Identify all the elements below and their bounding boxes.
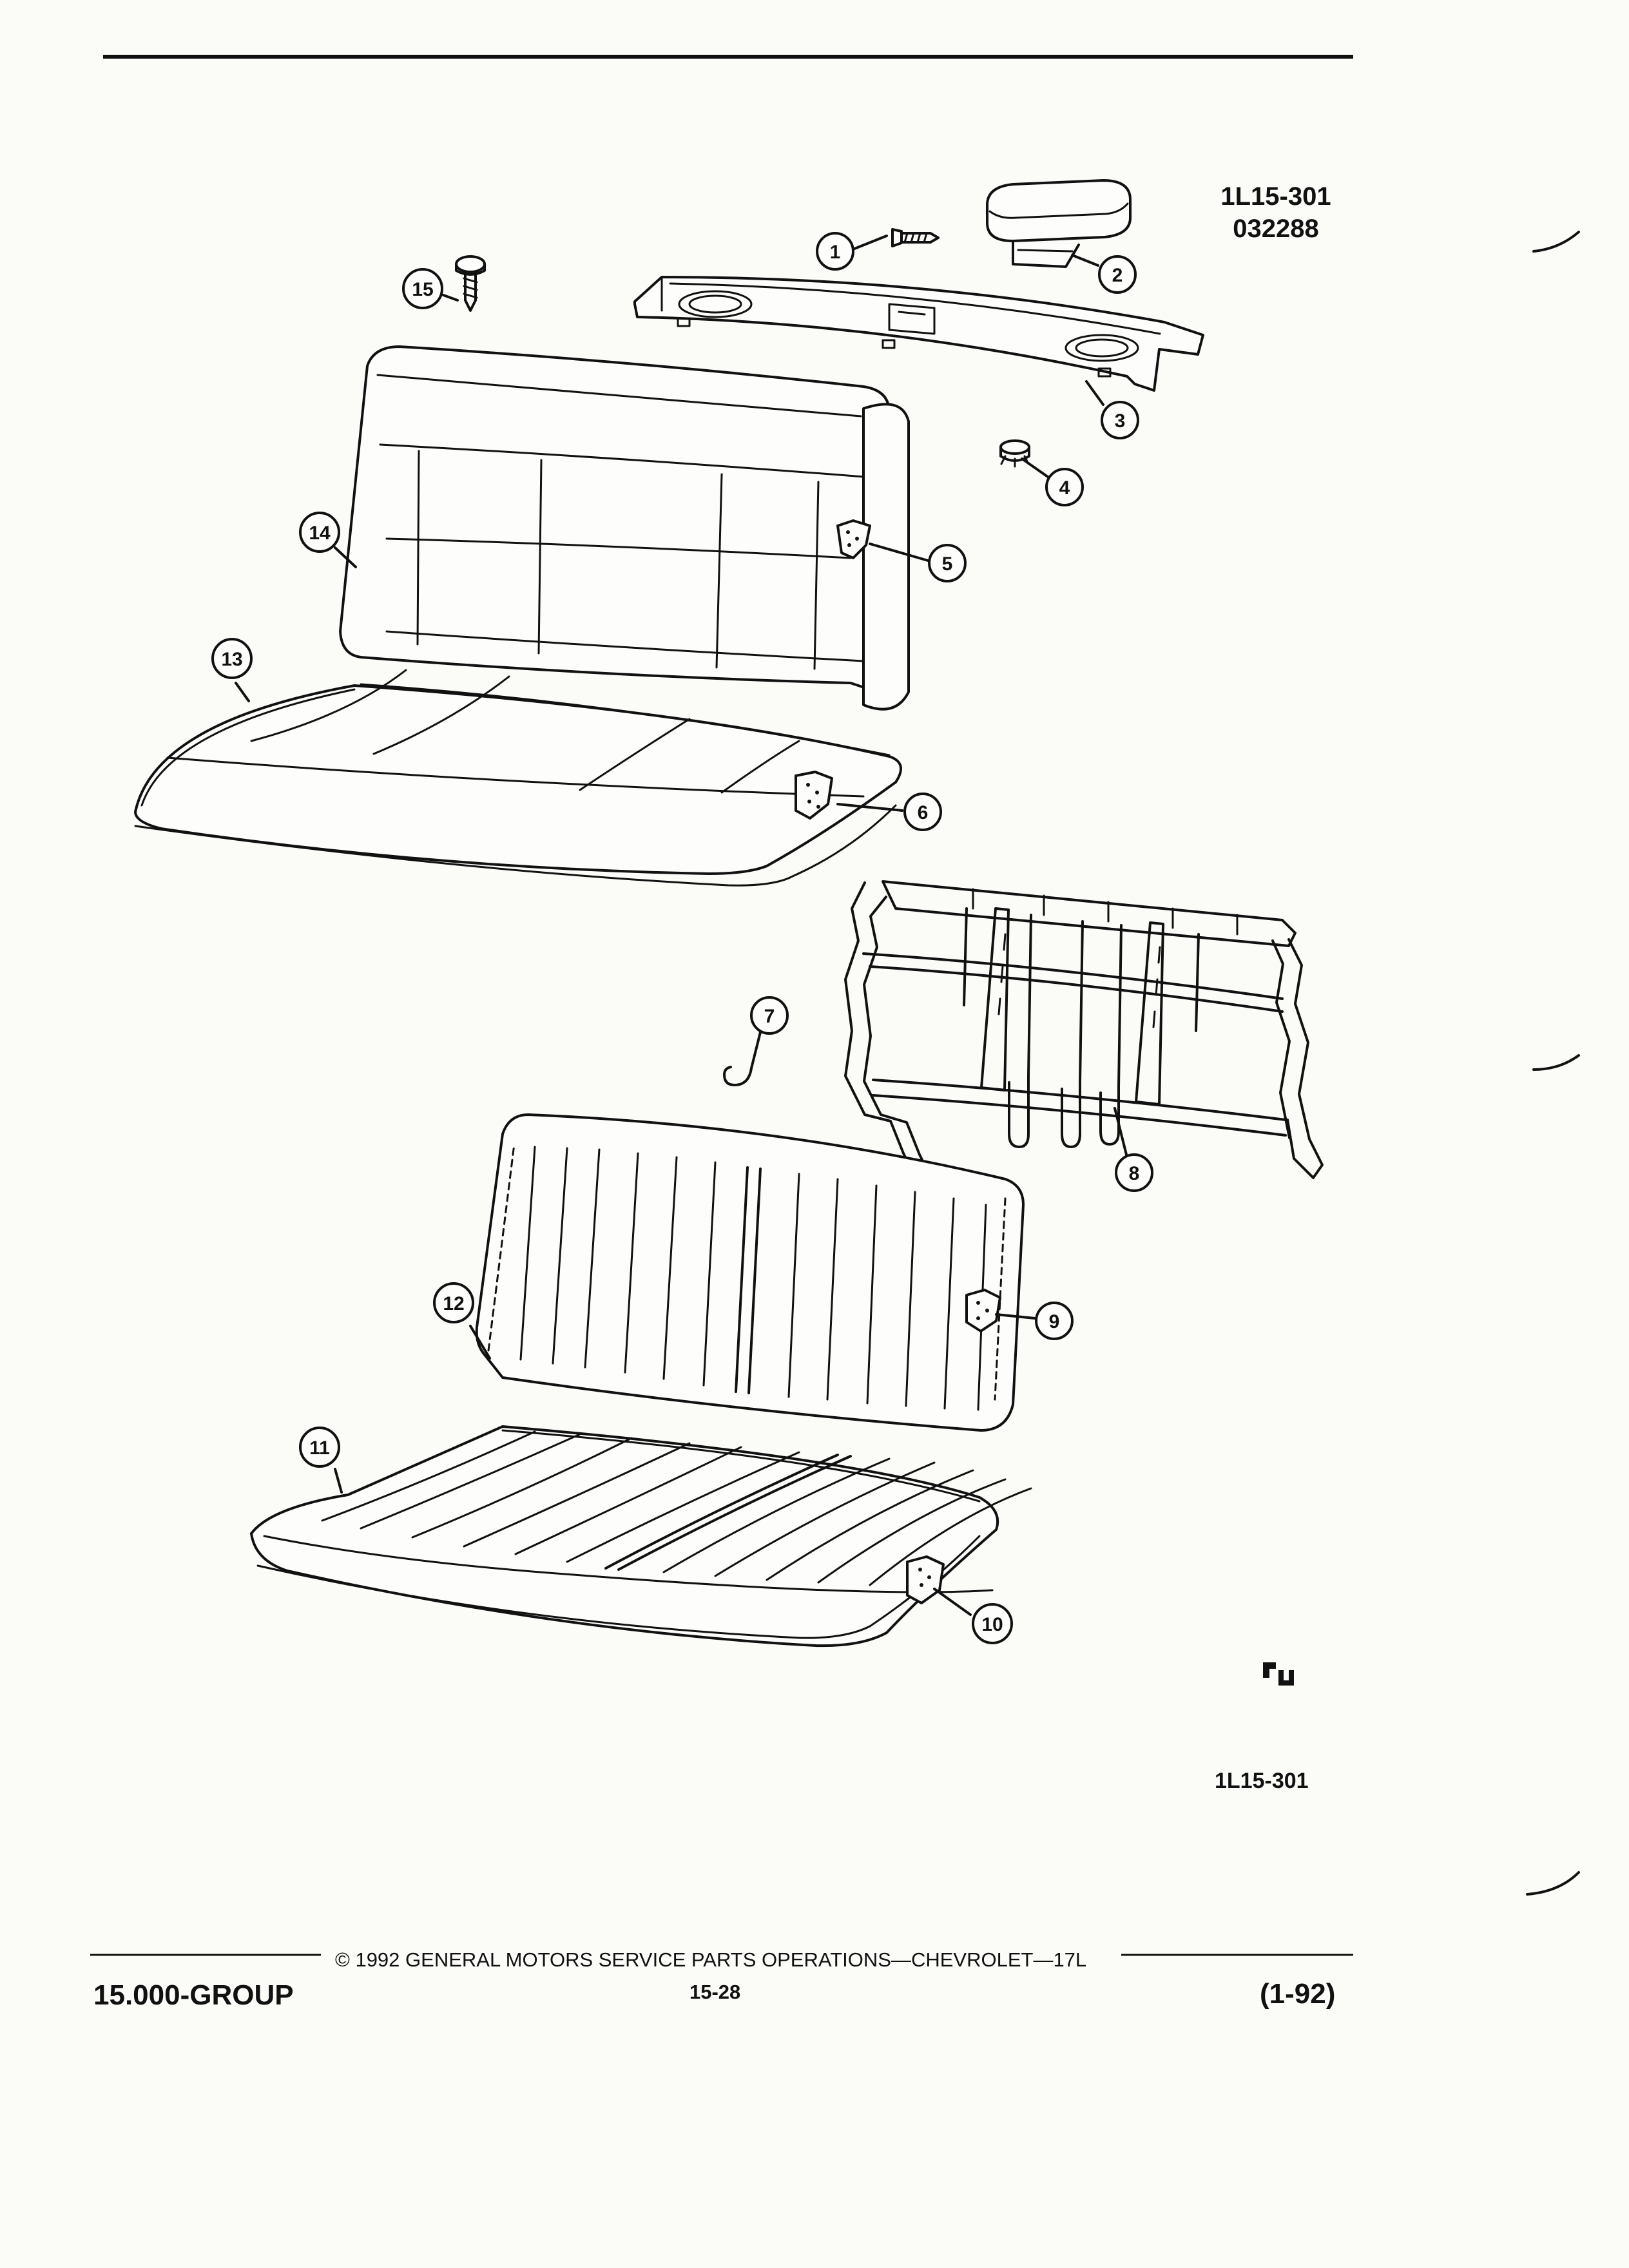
margin-mark <box>1532 1054 1580 1071</box>
callout-4-label: 4 <box>1059 477 1070 499</box>
callout-group: 1 2 3 4 5 6 7 8 9 10 11 12 13 14 15 <box>211 232 1153 1644</box>
part-13-upper-seat-cushion <box>134 669 902 887</box>
callout-8-label: 8 <box>1129 1163 1140 1184</box>
part-15-screw <box>455 255 486 312</box>
callout-15: 15 <box>402 268 443 309</box>
callout-2-label: 2 <box>1112 265 1123 286</box>
callout-7: 7 <box>750 996 789 1035</box>
figure-date: 032288 <box>1233 215 1319 243</box>
callout-3-label: 3 <box>1115 410 1126 432</box>
callout-15-label: 15 <box>412 279 433 300</box>
footer-page-number: 15-28 <box>689 1981 741 2003</box>
callout-12-label: 12 <box>443 1293 464 1314</box>
callout-1-label: 1 <box>830 242 841 263</box>
part-1-screw <box>891 228 940 247</box>
callout-11: 11 <box>299 1427 340 1468</box>
callout-6-label: 6 <box>918 802 929 823</box>
part-12-lower-seat-back <box>475 1113 1025 1432</box>
callout-6: 6 <box>903 793 942 831</box>
figure-code-block: 1L15-301 032288 <box>1199 180 1353 245</box>
callout-1: 1 <box>816 232 854 271</box>
footer-date-code: (1-92) <box>1260 1978 1336 2010</box>
margin-mark <box>1526 1871 1580 1896</box>
margin-mark <box>1532 231 1580 253</box>
part-11-lower-seat-cushion <box>250 1425 1032 1648</box>
part-2-cap <box>986 179 1132 268</box>
callout-2: 2 <box>1098 255 1137 294</box>
callout-7-label: 7 <box>764 1006 775 1027</box>
callout-13: 13 <box>211 638 253 679</box>
callout-10-label: 10 <box>981 1614 1003 1635</box>
part-14-upper-seat-back <box>339 345 910 711</box>
part-4-clip <box>999 439 1030 468</box>
callout-14: 14 <box>299 512 340 553</box>
callout-10: 10 <box>972 1603 1013 1644</box>
callout-3: 3 <box>1101 401 1139 439</box>
callout-8: 8 <box>1115 1153 1153 1192</box>
callout-9-label: 9 <box>1049 1311 1060 1332</box>
callout-12: 12 <box>433 1282 474 1323</box>
gm-spo-logo-mark <box>1263 1662 1294 1686</box>
part-8-seat-frame <box>844 880 1324 1182</box>
callout-5-label: 5 <box>942 553 953 575</box>
part-3-shelf-panel <box>633 276 1204 392</box>
footer-copyright: © 1992 GENERAL MOTORS SERVICE PARTS OPER… <box>335 1948 1087 1971</box>
part-7-hook <box>723 1015 766 1086</box>
callout-13-label: 13 <box>221 649 242 670</box>
callout-14-label: 14 <box>309 523 331 544</box>
callout-11-label: 11 <box>309 1437 330 1459</box>
figure-bottom-code: 1L15-301 <box>1215 1769 1309 1793</box>
figure-code: 1L15-301 <box>1220 182 1331 211</box>
footer-group: 15.000-GROUP <box>93 1979 294 2011</box>
callout-5: 5 <box>928 544 967 582</box>
callout-4: 4 <box>1045 468 1084 506</box>
callout-9: 9 <box>1035 1302 1074 1340</box>
